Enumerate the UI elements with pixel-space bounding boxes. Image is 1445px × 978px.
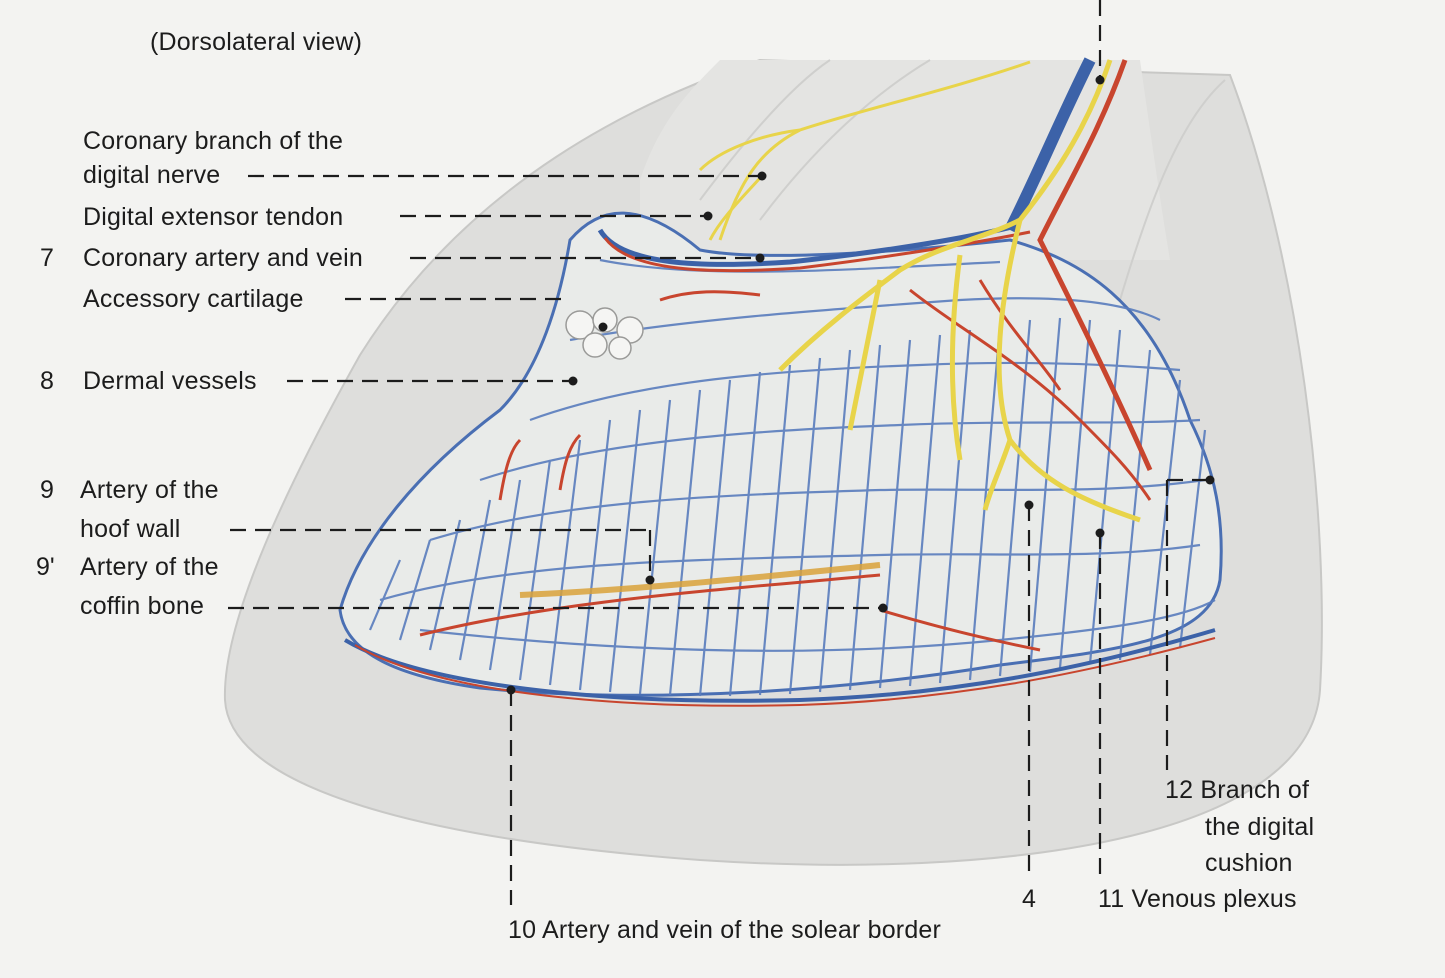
solear-border-label: 10 Artery and vein of the solear border <box>508 916 942 944</box>
coronary-nerve-branch <box>698 60 1031 241</box>
digital-cushion-label-line3: cushion <box>1205 849 1293 877</box>
label-4: 4 <box>1022 885 1037 913</box>
digital-cushion-label-line2: the digital <box>1205 813 1315 841</box>
coronary-artery-number: 7 <box>40 244 54 272</box>
coronary-nerve-label-line2: digital nerve <box>83 161 221 189</box>
artery-coffin-bone-label-line2: coffin bone <box>80 592 205 620</box>
coronary-nerve-label-line1: Coronary branch of the <box>83 127 344 155</box>
artery-coffin-bone-number: 9' <box>36 553 55 581</box>
artery-hoof-wall-label-line2: hoof wall <box>80 515 181 543</box>
coronary-artery-label: Coronary artery and vein <box>83 244 363 272</box>
digital-artery <box>1037 59 1153 472</box>
artery-hoof-wall-label-line1: Artery of the <box>80 476 219 504</box>
digital-nerve <box>778 59 1141 523</box>
coffin-bone-artery <box>519 562 881 598</box>
coronary-vein <box>597 222 1021 267</box>
digital-vein <box>1004 57 1096 233</box>
view-title: (Dorsolateral view) <box>150 28 363 56</box>
accessory-cartilage-label: Accessory cartilage <box>83 285 304 313</box>
leader-lines <box>228 0 1210 905</box>
digital-cushion-label-line1: 12 Branch of <box>1165 776 1310 804</box>
artery-coffin-bone-label-line1: Artery of the <box>80 553 219 581</box>
leader-dots <box>506 75 1215 695</box>
solear-border-vessel <box>343 628 1216 703</box>
extensor-tendon-label: Digital extensor tendon <box>83 203 344 231</box>
dermal-vessels-number: 8 <box>40 367 54 395</box>
dermal-vessels-label: Dermal vessels <box>83 367 257 395</box>
artery-hoof-wall-number: 9 <box>40 476 54 504</box>
accessory-cartilage <box>565 307 644 360</box>
venous-plexus-label: 11 Venous plexus <box>1098 885 1297 913</box>
pastern <box>640 60 1170 260</box>
